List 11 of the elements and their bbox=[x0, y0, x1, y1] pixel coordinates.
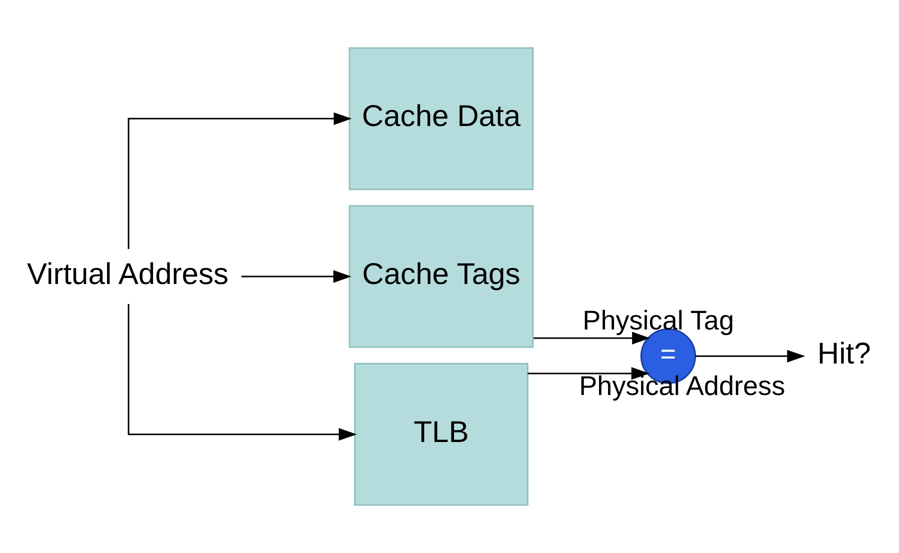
node-text: Hit? bbox=[817, 338, 871, 371]
arrow bbox=[128, 304, 357, 441]
node-box: Cache Data bbox=[348, 47, 534, 190]
node-text: Virtual Address bbox=[27, 258, 229, 292]
node-box: TLB bbox=[354, 362, 528, 506]
arrow bbox=[534, 332, 650, 344]
node-box: Cache Tags bbox=[348, 205, 534, 348]
arrow bbox=[241, 270, 352, 283]
arrow bbox=[528, 367, 650, 380]
arrow bbox=[128, 112, 352, 249]
arrow bbox=[695, 350, 806, 362]
